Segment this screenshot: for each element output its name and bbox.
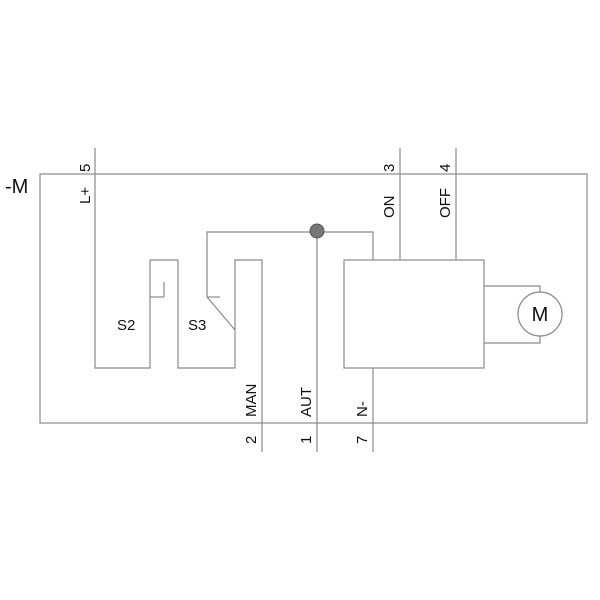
device-label: -M: [5, 176, 28, 198]
s3-contact-blade: [206, 296, 236, 331]
device-enclosure: [39, 173, 588, 424]
terminal-name-off: OFF: [437, 188, 454, 218]
junction-dot: [309, 223, 325, 239]
terminal-number-1: 1: [298, 436, 315, 444]
terminal-name-l-plus: L+: [77, 187, 94, 204]
motor-symbol: [517, 291, 563, 337]
motor-label: M: [532, 304, 549, 326]
switch-label-s3: S3: [188, 317, 206, 334]
terminal-name-man: MAN: [243, 384, 260, 417]
terminal-name-aut: AUT: [298, 387, 315, 417]
l-plus-wire: [94, 148, 263, 452]
terminal-name-on: ON: [381, 196, 398, 219]
controller-block: [343, 259, 485, 369]
terminal-name-n-minus: N-: [354, 401, 371, 417]
motor-wire-top: [484, 285, 541, 292]
terminal-number-3: 3: [381, 164, 398, 172]
s3-common-wire: [206, 231, 374, 297]
switch-label-s2: S2: [117, 317, 135, 334]
terminal-number-7: 7: [354, 436, 371, 444]
terminal-number-2: 2: [243, 436, 260, 444]
terminal-number-4: 4: [437, 164, 454, 172]
motor-wire-bottom: [484, 336, 541, 344]
terminal-number-5: 5: [77, 164, 94, 172]
